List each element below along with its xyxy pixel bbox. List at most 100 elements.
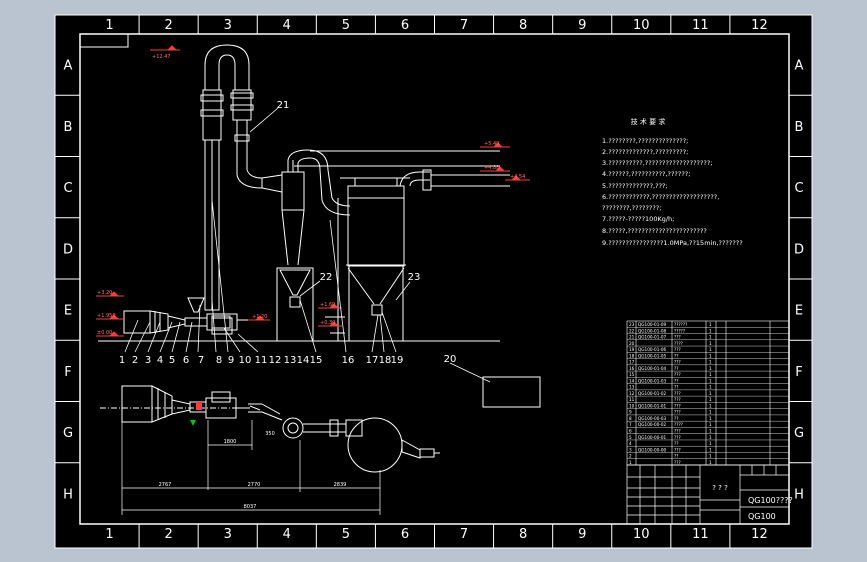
column-label-top-1: 1: [105, 18, 113, 33]
parts-cell-name: ???: [674, 360, 681, 365]
parts-cell-no: 3: [629, 447, 632, 452]
parts-row: 17??? 1: [629, 360, 712, 365]
parts-cell-no: 20: [629, 341, 635, 346]
elev-top: +12.47: [152, 54, 171, 60]
column-label-bottom-7: 7: [460, 527, 468, 542]
parts-cell-no: 8: [629, 416, 632, 421]
parts-cell-qty: 1: [709, 360, 712, 365]
row-label-left-G: G: [63, 426, 73, 441]
callout-17: 17: [366, 355, 379, 366]
parts-cell-qty: 1: [709, 385, 712, 390]
parts-cell-name: ??: [674, 378, 678, 383]
row-label-left-D: D: [63, 242, 73, 257]
note-line-4: 4.??????,??????????,??????;: [602, 170, 690, 178]
parts-cell-name: ???: [674, 447, 681, 452]
parts-cell-no: 10: [629, 403, 635, 408]
parts-cell-name: ???: [674, 428, 681, 433]
row-label-right-F: F: [795, 365, 802, 380]
parts-cell-qty: 1: [709, 441, 712, 446]
parts-cell-no: 17: [629, 360, 635, 365]
parts-cell-code: QG100-00-03: [638, 416, 667, 421]
parts-row: 20????1: [629, 341, 712, 346]
parts-cell-name: ??: [674, 441, 678, 446]
parts-row: 6???1: [629, 428, 712, 433]
callout-19: 19: [391, 355, 404, 366]
column-label-top-4: 4: [283, 18, 291, 33]
drawing-code: QG100: [748, 512, 776, 521]
row-label-right-D: D: [794, 242, 804, 257]
callout-16: 16: [342, 355, 355, 366]
title-center-label: ? ? ?: [712, 484, 728, 492]
row-label-right-E: E: [795, 304, 803, 319]
parts-cell-no: 21: [629, 335, 635, 340]
parts-cell-name: ???: [674, 460, 681, 465]
parts-cell-no: 18: [629, 353, 635, 358]
column-label-bottom-1: 1: [105, 527, 113, 542]
callout-5: 5: [169, 355, 175, 366]
sheet-row-ticks: [55, 94, 812, 464]
column-label-top-7: 7: [460, 18, 468, 33]
parts-cell-qty: 1: [709, 366, 712, 371]
callout-23: 23: [408, 272, 421, 283]
note-line-9: 8.?????,???????????????????????: [602, 227, 707, 235]
column-label-bottom-8: 8: [519, 527, 527, 542]
elev-e2: +4.88: [484, 165, 499, 171]
title-block-text: ? ? ? QG100???? QG100: [712, 484, 793, 521]
technical-notes: 技 术 要 求 1.????????,??????????????; 2.???…: [602, 117, 743, 247]
parts-cell-no: 1: [629, 460, 632, 465]
parts-cell-code: QG100-01-09: [638, 322, 667, 327]
drawing-name: QG100????: [748, 496, 793, 505]
parts-cell-no: 7: [629, 422, 632, 427]
row-label-left-B: B: [64, 120, 73, 135]
column-label-bottom-3: 3: [224, 527, 232, 542]
parts-cell-qty: 1: [709, 328, 712, 333]
note-line-10: 9.????????????????1.0MPa,??15min,???????: [602, 239, 743, 247]
dim-2770: 2770: [248, 482, 261, 488]
callout-11: 11: [255, 355, 268, 366]
row-label-left-F: F: [64, 365, 71, 380]
parts-row: 13?? 1: [629, 385, 712, 390]
column-label-top-2: 2: [164, 18, 172, 33]
notes-title: 技 术 要 求: [631, 117, 666, 126]
note-line-3: 3.??????????,???????????????????;: [602, 159, 713, 167]
parts-cell-qty: 1: [709, 391, 712, 396]
callout-18: 18: [379, 355, 392, 366]
parts-cell-qty: 1: [709, 341, 712, 346]
note-line-1: 1.????????,??????????????;: [602, 137, 688, 145]
row-label-right-B: B: [795, 120, 804, 135]
parts-cell-qty: 1: [709, 353, 712, 358]
dim-1800: 1800: [224, 439, 237, 445]
parts-cell-name: ??: [674, 385, 678, 390]
parts-cell-qty: 1: [709, 460, 712, 465]
elev-e3: +4.54: [510, 174, 525, 180]
parts-cell-code: QG100-01-06: [638, 347, 667, 352]
title-block: [626, 464, 790, 525]
parts-list: [626, 320, 790, 466]
parts-cell-no: 13: [629, 385, 635, 390]
elev-e4: +3.20: [97, 290, 112, 296]
elevation-markers: [96, 45, 530, 337]
callout-22: 22: [320, 272, 333, 283]
callout-labels: 1 2 3 4 5 6 7 8 9 10 11 12 13 14 15 16 1…: [119, 100, 457, 366]
parts-cell-name: ???: [674, 335, 681, 340]
callout-9: 9: [228, 355, 234, 366]
column-label-top-8: 8: [519, 18, 527, 33]
column-label-bottom-5: 5: [342, 527, 350, 542]
elev-e8: +0.30: [320, 320, 335, 326]
elevation-view: [98, 44, 510, 342]
row-label-right-A: A: [795, 59, 804, 74]
parts-cell-qty: 1: [709, 410, 712, 415]
elev-e6: +1.20: [252, 314, 267, 320]
parts-cell-name: ???: [674, 372, 681, 377]
parts-cell-no: 19: [629, 347, 635, 352]
